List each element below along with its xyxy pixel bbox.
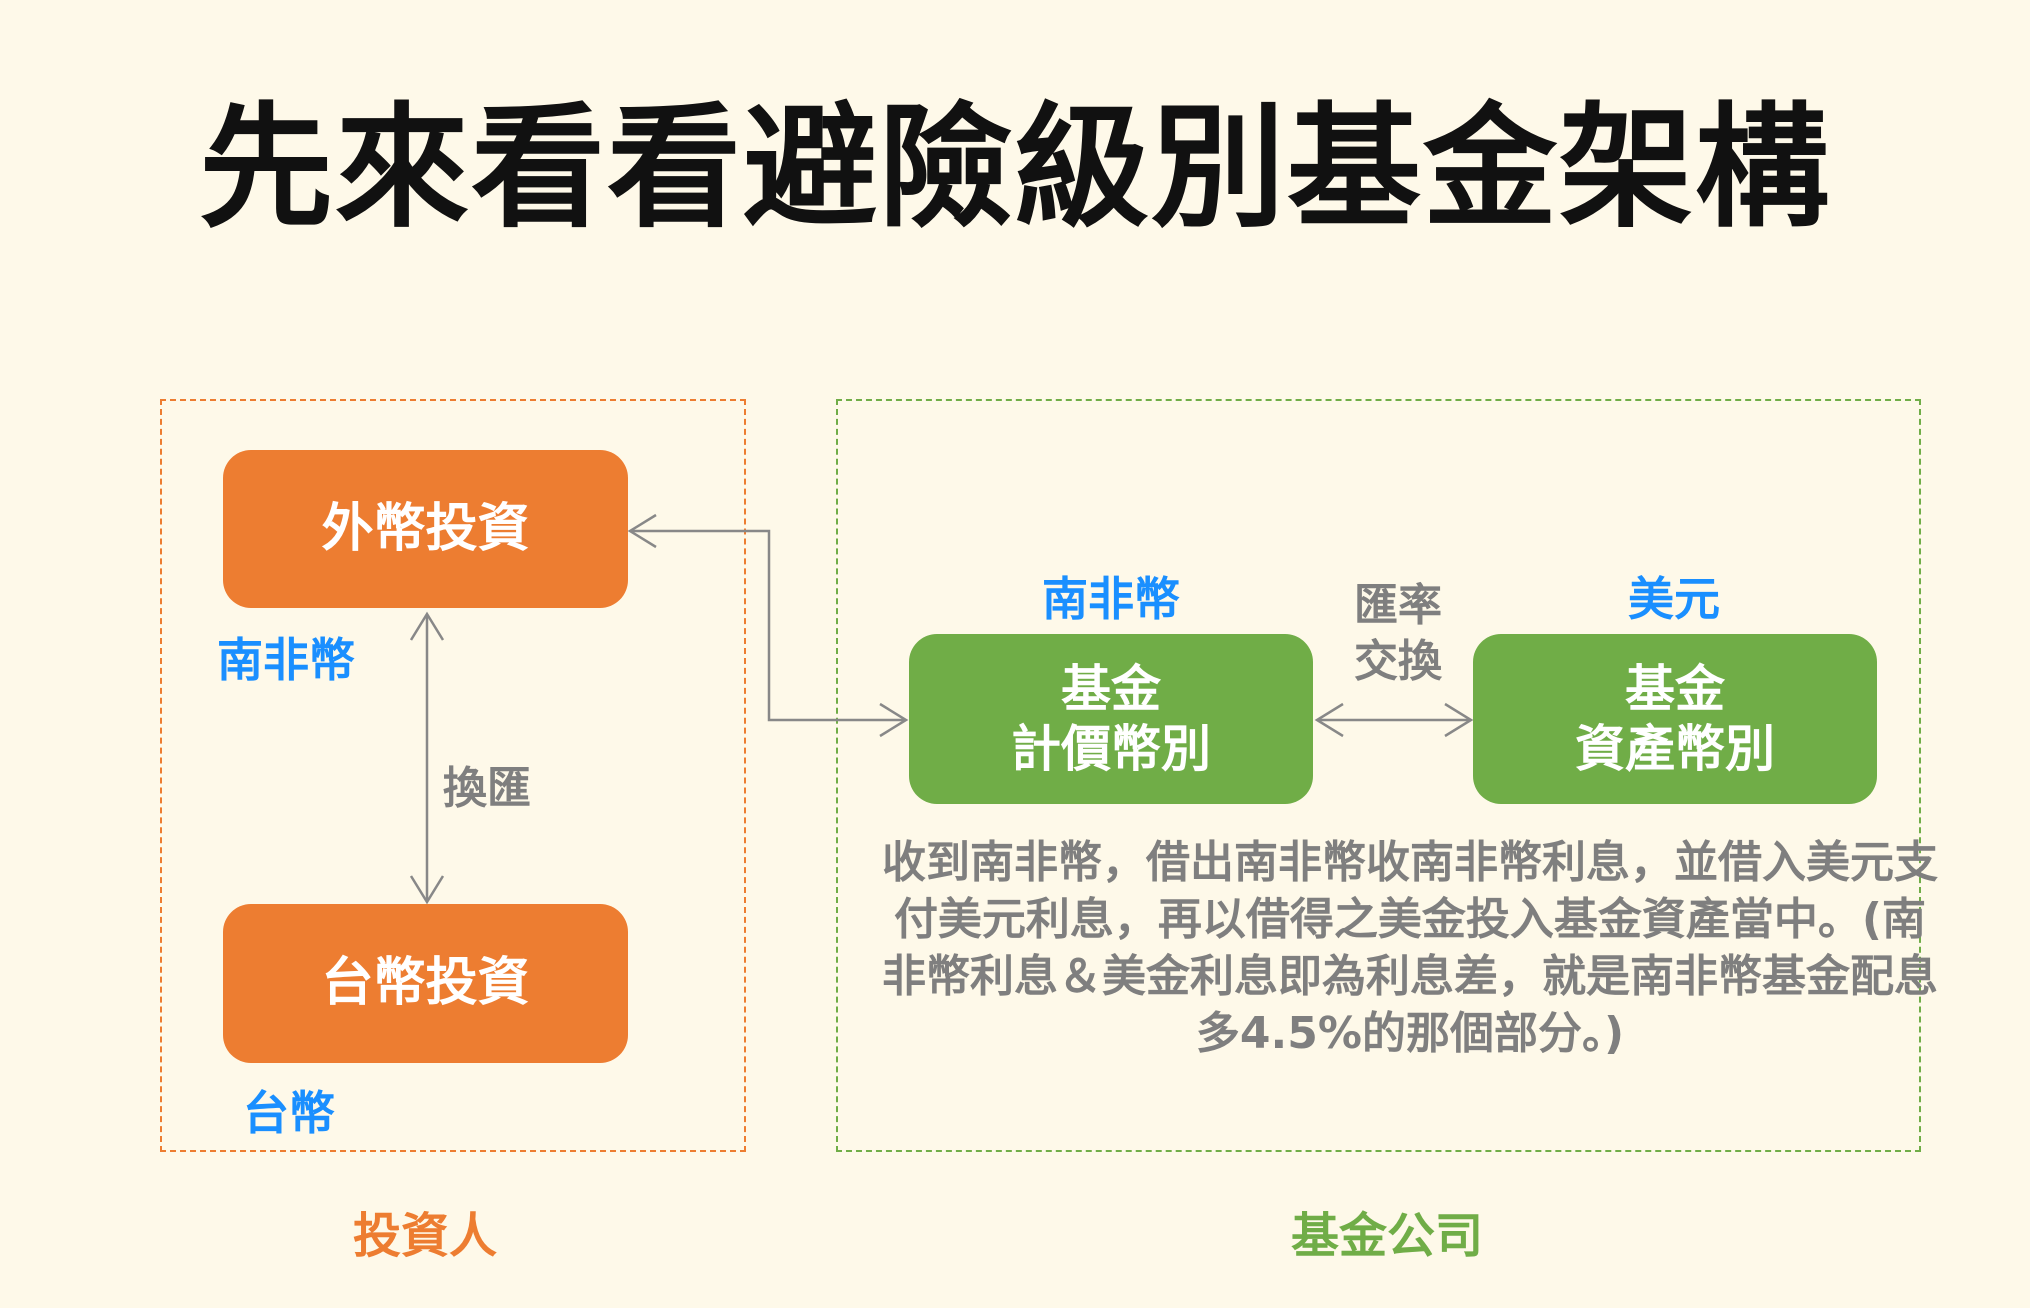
swap-label-line: 交換 (1354, 636, 1442, 687)
box-line: 計價幣別 (1011, 720, 1211, 778)
asset-currency-label: 美元 (1628, 572, 1720, 626)
asset-currency-box: 基金 資產幣別 (1473, 634, 1877, 804)
pricing-currency-box: 基金 計價幣別 (909, 634, 1313, 804)
swap-label: 匯率 交換 (1354, 578, 1442, 690)
twd-currency-label: 台幣 (243, 1086, 335, 1140)
twd-investment-label: 台幣投資 (321, 953, 530, 1014)
pricing-currency-label: 南非幣 (1042, 572, 1180, 626)
investor-label: 投資人 (352, 1208, 498, 1264)
foreign-currency-label: 南非幣 (217, 633, 355, 687)
foreign-investment-box: 外幣投資 (223, 450, 628, 608)
box-line: 基金 (1061, 660, 1161, 718)
fund-company-group (836, 399, 1921, 1152)
page-title: 先來看看避險級別基金架構 (198, 90, 1831, 246)
box-line: 資產幣別 (1575, 720, 1775, 778)
exchange-label: 換匯 (443, 763, 531, 814)
swap-label-line: 匯率 (1354, 580, 1442, 631)
twd-investment-box: 台幣投資 (223, 904, 628, 1063)
fund-company-label: 基金公司 (1290, 1208, 1484, 1264)
foreign-investment-label: 外幣投資 (321, 498, 530, 559)
foreign-to-fund-arrow (630, 529, 906, 722)
investor-group (160, 399, 746, 1152)
description-text: 收到南非幣，借出南非幣收南非幣利息，並借入美元支付美元利息，再以借得之美金投入基… (882, 837, 1938, 1059)
box-line: 基金 (1625, 660, 1725, 718)
